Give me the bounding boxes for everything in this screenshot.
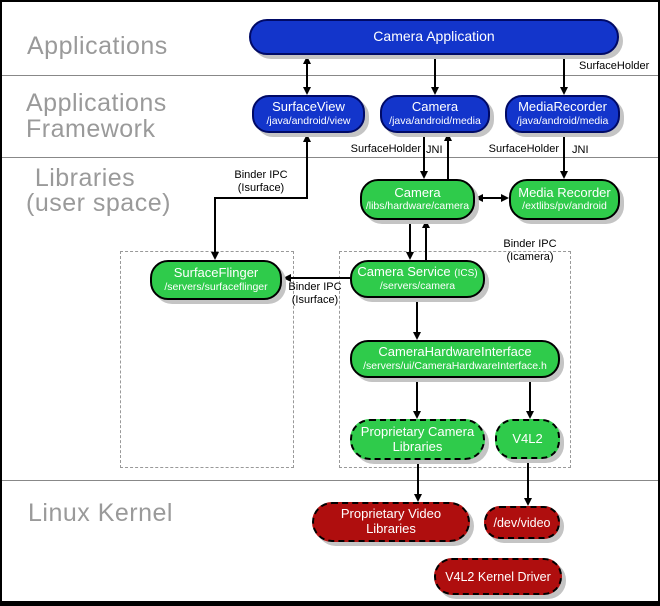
arrowhead-down-into-devvideo	[524, 498, 532, 506]
node-camera-library: Camera /libs/hardware/camera	[360, 179, 475, 220]
arrow-line-camerafw-down	[423, 133, 425, 171]
arrowhead-down-into-camera-service	[406, 252, 414, 260]
label-binder-ipc-isurface-top: Binder IPC (Isurface)	[234, 169, 288, 194]
arrowhead-up-into-camera-lib2	[422, 220, 430, 228]
layer-separator-2	[2, 157, 658, 158]
arrow-line-app-surfaceview	[306, 60, 308, 90]
arrow-line-mediarecorder-down	[563, 133, 565, 171]
arrowhead-up-into-camera-app	[303, 56, 311, 64]
node-title: Camera	[394, 184, 441, 200]
label-binder-ipc-icamera: Binder IPC (Icamera)	[503, 238, 557, 263]
node-surfaceview: SurfaceView /java/android/view	[252, 95, 365, 133]
node-subtitle: /java/android/media	[389, 114, 481, 127]
camera-service-group-rect	[339, 251, 571, 468]
arrow-line-chi-v4l2	[529, 378, 531, 411]
arrowhead-down-into-pvl	[414, 494, 422, 502]
arrowhead-down-into-camera-fw	[431, 87, 439, 95]
binder-path-vertical-1	[306, 141, 308, 199]
node-subtitle: /extlibs/pv/android	[522, 200, 607, 213]
label-surfaceholder-camera: SurfaceHolder	[350, 143, 421, 155]
node-subtitle: /java/android/media	[516, 114, 609, 127]
node-title: CameraHardwareInterface	[378, 344, 532, 360]
node-subtitle: /libs/hardware/camera	[365, 200, 470, 213]
node-camera-framework: Camera /java/android/media	[380, 95, 490, 133]
arrow-line-app-camera	[434, 56, 436, 88]
framework-line2: Framework	[26, 115, 156, 143]
label-jni-media: JNI	[572, 144, 589, 156]
node-title: Media Recorder	[518, 184, 611, 200]
node-camera-service: Camera Service (ICS) /servers/camera	[350, 260, 485, 298]
arrowhead-right-into-mediarecorder-lib	[501, 194, 509, 202]
layer-label-applications: Applications	[27, 32, 168, 60]
node-title: Camera	[411, 99, 459, 115]
layer-label-linux-kernel: Linux Kernel	[28, 499, 173, 527]
arrowhead-down-into-surfaceflinger	[211, 252, 219, 260]
node-proprietary-camera-libraries: Proprietary Camera Libraries	[350, 419, 485, 460]
node-v4l2: V4L2	[495, 419, 560, 459]
node-subtitle: /servers/surfaceflinger	[164, 280, 268, 293]
arrow-line-app-mediarecorder	[563, 56, 565, 88]
arrowhead-up-into-surfaceview	[303, 134, 311, 142]
node-title: /dev/video	[493, 515, 551, 530]
label-surfaceholder-top: SurfaceHolder	[579, 60, 650, 72]
arrow-line-cameralib-down	[409, 220, 411, 252]
node-title: Camera Service (ICS)	[357, 265, 477, 280]
arrowhead-down-into-camera-lib	[420, 171, 428, 179]
node-v4l2-kernel-driver: V4L2 Kernel Driver	[434, 558, 562, 595]
binder-path-horizontal	[214, 197, 308, 199]
arrowhead-down-into-v4l2	[526, 411, 534, 419]
node-camera-application: Camera Application	[249, 19, 619, 55]
node-dev-video: /dev/video	[484, 506, 560, 539]
node-title: Proprietary Camera Libraries	[360, 423, 475, 454]
libraries-line1: Libraries	[34, 164, 136, 192]
arrowhead-left-into-camera-lib	[475, 194, 483, 202]
arrowhead-down-into-surfaceview	[303, 87, 311, 95]
arrow-line-service-surfaceflinger	[290, 277, 350, 279]
node-title: V4L2 Kernel Driver	[445, 569, 551, 584]
layer-separator-1	[2, 75, 658, 76]
node-subtitle: /java/android/view	[266, 114, 351, 127]
camera-service-suffix: (ICS)	[454, 268, 478, 280]
arrowhead-down-into-pcl	[413, 411, 421, 419]
surfaceflinger-group-rect	[120, 251, 294, 468]
node-subtitle: /servers/ui/CameraHardwareInterface.h	[363, 359, 547, 372]
arrowhead-down-into-chi	[413, 332, 421, 340]
arrow-line-cameraservice-up	[425, 227, 427, 260]
node-camera-hardware-interface: CameraHardwareInterface /servers/ui/Came…	[350, 340, 560, 378]
node-title: Camera Application	[373, 28, 495, 45]
label-jni-camera: JNI	[426, 144, 443, 156]
arrow-line-chi-pcl	[416, 378, 418, 411]
label-binder-ipc-isurface-mid: Binder IPC (Isurface)	[288, 281, 342, 306]
arrowhead-down-into-mediarecorder-lib	[560, 171, 568, 179]
binder-path-vertical-2	[214, 197, 216, 252]
libraries-line2: (user space)	[26, 189, 171, 217]
arrowhead-down-into-mediarecorder-fw	[560, 87, 568, 95]
node-proprietary-video-libraries: Proprietary Video Libraries	[312, 502, 470, 542]
node-title: SurfaceView	[272, 99, 345, 115]
arrowhead-left-into-surfaceflinger	[283, 274, 291, 282]
arrow-line-pcl-pvl	[417, 460, 419, 494]
node-title: MediaRecorder	[518, 99, 607, 115]
node-subtitle: /servers/camera	[379, 279, 456, 292]
layer-separator-3	[2, 480, 658, 481]
arrow-line-v4l2-devvideo	[527, 459, 529, 498]
node-mediarecorder-framework: MediaRecorder /java/android/media	[505, 95, 620, 133]
arrow-line-camera-mediarecorder-lib	[482, 197, 502, 199]
framework-line1: Applications	[26, 89, 167, 117]
node-media-recorder-library: Media Recorder /extlibs/pv/android	[509, 179, 620, 220]
arrow-line-cameralib-up	[447, 140, 449, 179]
camera-service-title: Camera Service	[357, 264, 451, 280]
layer-label-libraries: Libraries(user space)	[26, 164, 170, 216]
arrow-line-service-chi	[416, 298, 418, 332]
label-surfaceholder-media: SurfaceHolder	[488, 143, 559, 155]
node-surfaceflinger: SurfaceFlinger /servers/surfaceflinger	[150, 260, 282, 300]
node-title: SurfaceFlinger	[173, 265, 259, 281]
arrowhead-up-into-camera-fw	[444, 133, 452, 141]
node-title: V4L2	[512, 430, 543, 446]
node-title: Proprietary Video Libraries	[340, 506, 442, 536]
